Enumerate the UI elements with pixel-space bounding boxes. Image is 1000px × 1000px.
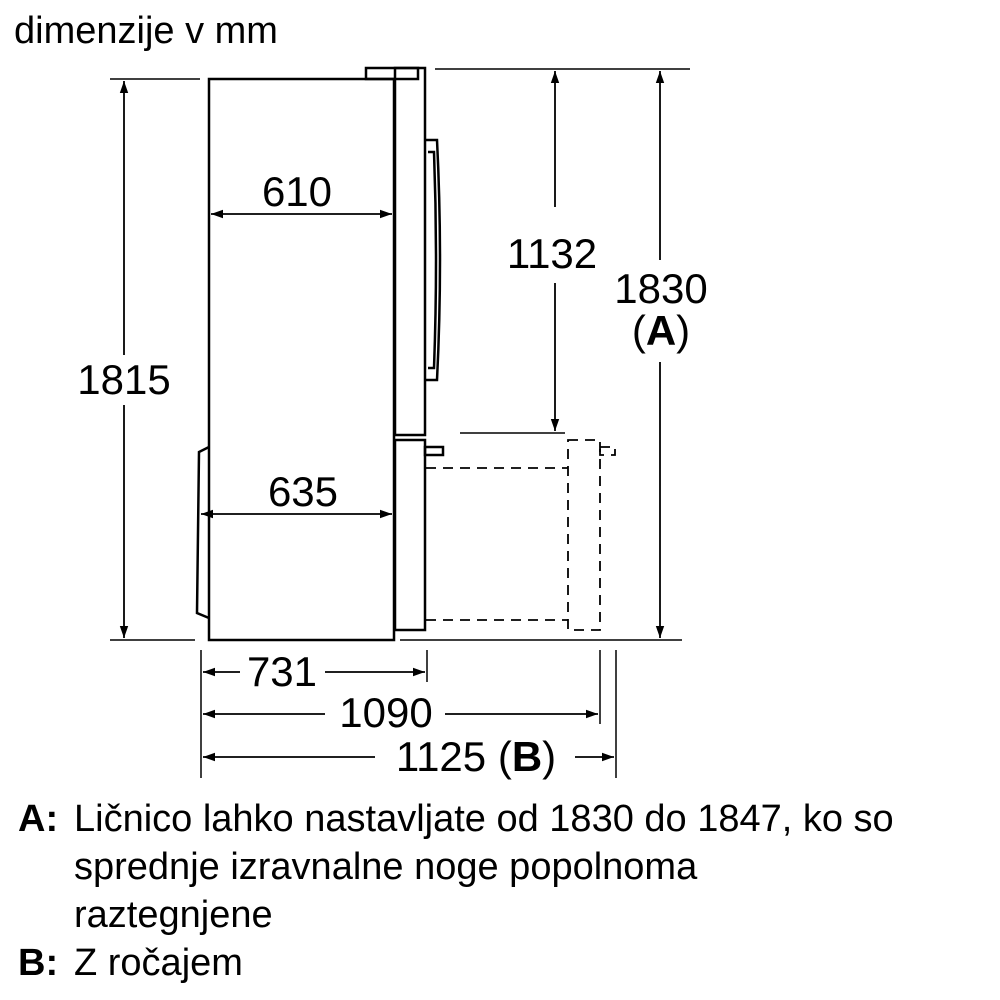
freezer-drawer [393, 438, 427, 632]
ref-a: A [646, 307, 676, 354]
note-key: A: [18, 798, 59, 840]
diagram-title: dimenzije v mm [14, 10, 278, 52]
fridge-door [393, 66, 427, 437]
note-a: A: Ličnico lahko nastavljate od 1830 do … [18, 795, 894, 939]
dim-610: 610 [262, 168, 332, 215]
note-text: Ličnico lahko nastavljate od 1830 do 184… [74, 798, 894, 936]
dim-1125-value: 1125 [396, 733, 486, 780]
dim-1815: 1815 [77, 356, 170, 403]
dim-1830-ref: (A) [632, 307, 690, 354]
note-b: B: Z ročajem [18, 939, 894, 987]
door-handle-inner [428, 150, 438, 370]
drawer-open-outline [426, 439, 616, 631]
footnotes: A: Ličnico lahko nastavljate od 1830 do … [18, 795, 894, 987]
extension-lines [110, 68, 690, 778]
top-hinge-cap [364, 66, 420, 81]
door-handle [425, 138, 442, 382]
note-text: Z ročajem [74, 942, 243, 984]
dim-635: 635 [268, 468, 338, 515]
note-key: B: [18, 942, 59, 984]
drawer-handle [423, 445, 445, 457]
dim-1125: 1125 (B) [396, 733, 556, 780]
dim-731: 731 [247, 648, 317, 695]
rear-part [195, 445, 210, 620]
dimension-arrows [119, 71, 665, 762]
fridge-outline [195, 66, 445, 642]
ref-b: B [512, 733, 542, 780]
fridge-body [207, 77, 396, 642]
dim-1830: 1830 [614, 265, 707, 312]
fridge-dimension-drawing: 1815 610 635 1132 1830 (A) 731 1090 1125… [77, 66, 708, 780]
dim-1090: 1090 [339, 689, 432, 736]
dim-1132: 1132 [507, 230, 597, 277]
